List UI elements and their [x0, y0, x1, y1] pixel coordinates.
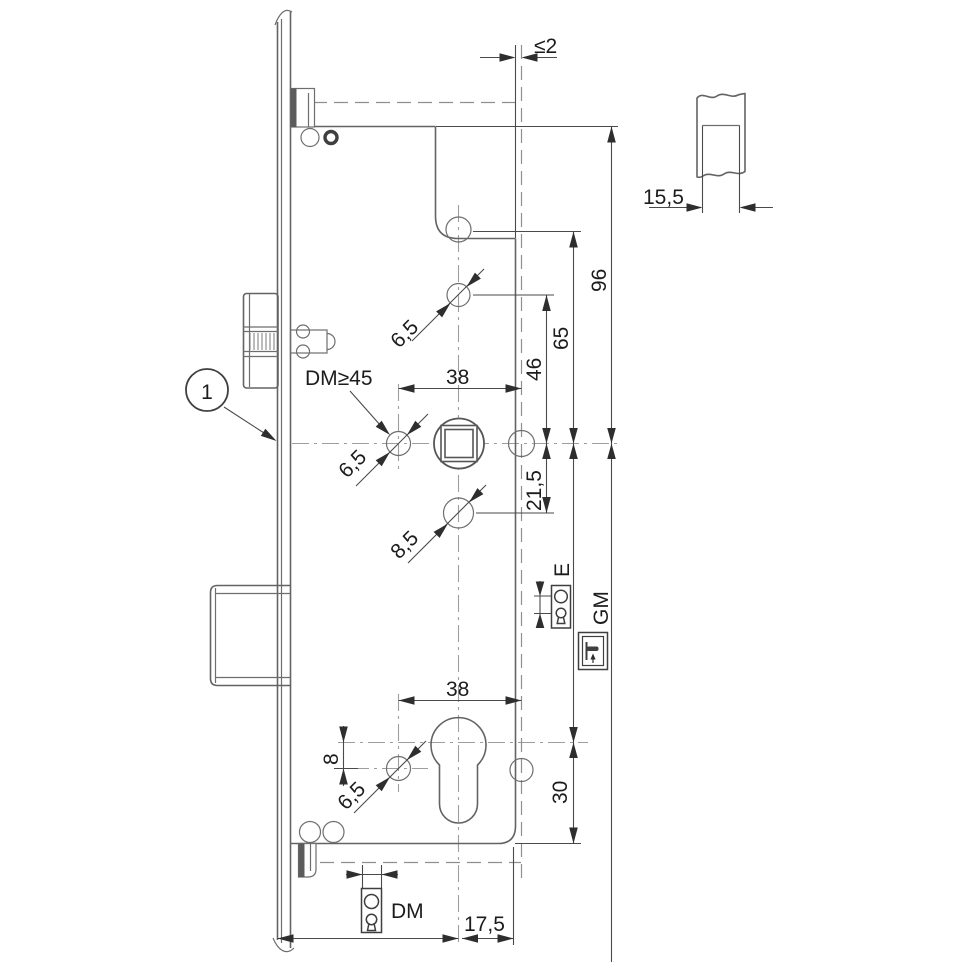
dimension-96-gm	[436, 125, 618, 962]
dim-label-8-5: 8,5	[386, 527, 423, 564]
dimension-17-5	[277, 847, 515, 945]
callout-6-5-follower	[355, 413, 429, 487]
dim-label-96: 96	[588, 269, 611, 292]
latch-bolt	[242, 292, 336, 389]
dim-label-6-5-lower: 6,5	[333, 778, 370, 815]
callout-6-5-lower	[353, 740, 427, 814]
dimension-38-bottom	[398, 696, 522, 705]
groove-dashed-outline	[313, 45, 523, 880]
callout-8-5	[407, 484, 487, 564]
detail-section-15-5	[649, 92, 773, 213]
bottom-clip	[297, 842, 317, 878]
dimension-gap-top	[480, 45, 557, 238]
deadbolt	[209, 584, 291, 687]
lock-case	[290, 125, 517, 845]
dim-label-21-5: 21,5	[523, 470, 546, 511]
dimension-8	[334, 726, 358, 786]
latch-tail	[289, 324, 336, 359]
faceplate-top-break	[274, 9, 293, 26]
dimension-labels: ≤2 96 65 46 21,5 30 8 E GM 38 38 17,5 15…	[201, 35, 684, 936]
callout-6-5-upper	[411, 268, 485, 342]
case-step-hole	[445, 216, 472, 243]
screw-holes	[385, 282, 536, 783]
dim-label-46: 46	[523, 358, 546, 381]
faceplate-bottom-break	[272, 937, 295, 953]
callout-1	[185, 368, 277, 441]
top-clip	[289, 87, 316, 128]
callout-dm-min	[349, 390, 390, 435]
dim-label-dm-min: DM≥45	[305, 367, 373, 390]
dim-label-38-top: 38	[446, 366, 469, 389]
dim-label-gm: GM	[590, 591, 613, 625]
follower-hub	[433, 417, 485, 470]
dim-label-dm: DM	[391, 900, 424, 923]
case-rivets	[298, 127, 345, 844]
dim-label-6-5-upper: 6,5	[386, 316, 423, 353]
keyhole-escutcheon-icon-dm	[346, 865, 398, 934]
dim-label-gap-top: ≤2	[534, 35, 557, 58]
cylinder-hole	[430, 716, 487, 824]
dim-label-65: 65	[550, 327, 573, 350]
dim-label-e: E	[551, 563, 574, 577]
faceplate	[272, 9, 295, 953]
dim-label-8: 8	[320, 753, 343, 765]
dimension-46-21-5	[473, 294, 554, 514]
latch-bevel-hatch	[249, 333, 275, 350]
dim-label-15-5: 15,5	[643, 186, 684, 209]
dimension-65-e-30	[473, 230, 581, 845]
dim-label-38-bottom: 38	[446, 678, 469, 701]
dimension-38-top	[398, 384, 522, 393]
callout-1-number: 1	[201, 381, 213, 404]
keyhole-escutcheon-icon-e	[534, 581, 572, 629]
dim-label-30: 30	[549, 781, 572, 804]
dim-label-17-5: 17,5	[464, 913, 505, 936]
door-handle-icon	[577, 631, 609, 671]
